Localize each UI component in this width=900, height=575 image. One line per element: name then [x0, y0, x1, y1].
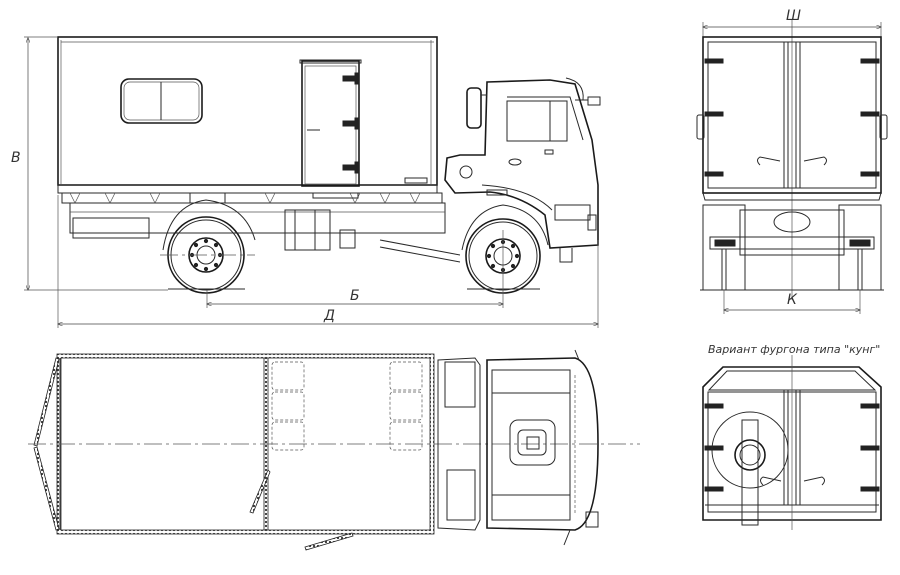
seats	[271, 361, 423, 451]
cab	[444, 77, 601, 263]
side-window	[120, 78, 203, 124]
rear-view-kung	[702, 355, 882, 530]
side-view	[24, 36, 601, 328]
height-dimension-label: В	[11, 150, 21, 166]
top-view	[28, 349, 640, 551]
cab-plan	[437, 349, 599, 546]
track-dimension-label: К	[787, 292, 797, 308]
kung-variant-caption: Вариант фургона типа "кунг"	[708, 343, 881, 356]
side-door	[299, 59, 362, 187]
rear-view	[696, 20, 888, 314]
length-dimension-label: Д	[324, 308, 335, 324]
wheelbase-dimension-label: Б	[350, 288, 360, 304]
front-wheel	[461, 204, 549, 294]
rear-wheel	[160, 199, 256, 294]
width-dimension-label: Ш	[786, 8, 801, 24]
